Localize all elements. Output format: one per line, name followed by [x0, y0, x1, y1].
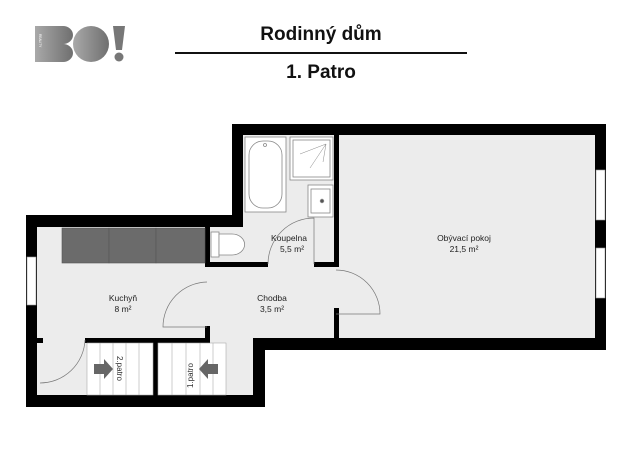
svg-text:REALITY: REALITY: [38, 34, 42, 48]
outer-walls: [26, 124, 606, 407]
title-divider: [175, 52, 467, 54]
page-title: Rodinný dům: [260, 24, 382, 45]
staircase-1patro: [157, 342, 227, 396]
door-swings: [39, 217, 381, 384]
toilet-icon: [210, 231, 245, 258]
interior-walls: [37, 135, 339, 395]
kitchen-counter: [61, 227, 206, 264]
brand-logo: REALITY: [33, 24, 129, 64]
room-name-chodba: Chodba: [257, 293, 287, 303]
arrow-left-icon: [199, 359, 218, 379]
bathtub-icon: [244, 136, 287, 213]
stair-label: 2.patro: [115, 356, 124, 381]
floor-subtitle: 1. Patro: [286, 62, 356, 83]
room-area-obyvaci-pokoj: 21,5 m²: [450, 244, 479, 254]
room-area-chodba: 3,5 m²: [260, 304, 284, 314]
room-name-kuchyn: Kuchyň: [109, 293, 138, 303]
windows: [26, 169, 606, 306]
shower-icon: [289, 136, 334, 181]
room-name-koupelna: Koupelna: [271, 233, 307, 243]
staircase-2patro: [86, 342, 154, 396]
room-area-koupelna: 5,5 m²: [280, 244, 304, 254]
sink-icon: [307, 184, 334, 218]
room-area-kuchyn: 8 m²: [115, 304, 132, 314]
arrow-right-icon: [94, 359, 113, 379]
room-name-obyvaci-pokoj: Obývací pokoj: [437, 233, 491, 243]
stair-label: 1.patro: [186, 363, 195, 388]
